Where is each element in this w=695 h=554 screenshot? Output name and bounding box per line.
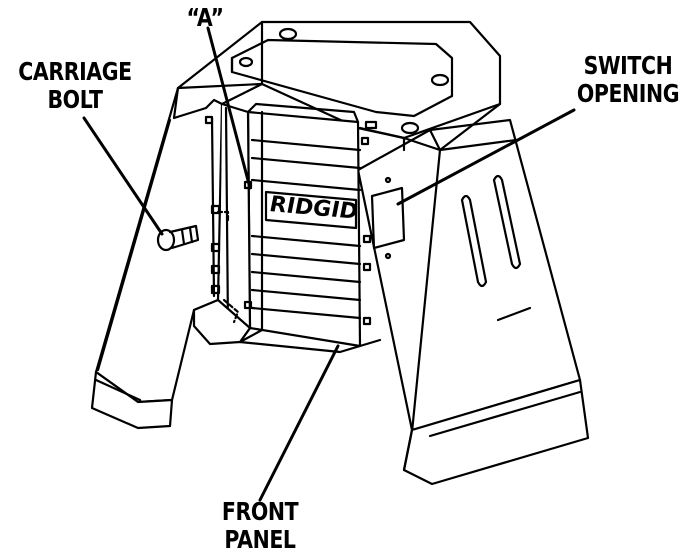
switch-opening-label-line1: SWITCH [583,51,673,80]
right-leg [356,118,590,486]
leader-lines [82,26,576,502]
top-plate [176,20,502,152]
carriage-bolt-label: CARRIAGE BOLT [14,58,137,114]
a-marker-text: “A” [186,3,224,32]
leader-switch-opening [396,108,576,206]
switch-opening-shape [370,176,406,260]
a-marker-label: “A” [180,4,229,32]
front-panel-label-line2: PANEL [224,525,296,554]
switch-opening-label-line2: OPENING [576,79,680,108]
leader-carriage-bolt [82,116,164,236]
leader-a [206,26,252,190]
carriage-bolt-label-line1: CARRIAGE [18,57,132,86]
leader-front-panel [258,344,340,502]
carriage-bolt-shape [156,224,200,252]
carriage-bolt-label-line2: BOLT [47,85,103,114]
side-bracket [192,102,372,346]
front-panel-label-line1: FRONT [221,497,299,526]
front-panel-label: FRONT PANEL [207,498,314,554]
front-panel-body [238,102,382,354]
switch-opening-label: SWITCH OPENING [571,52,686,108]
